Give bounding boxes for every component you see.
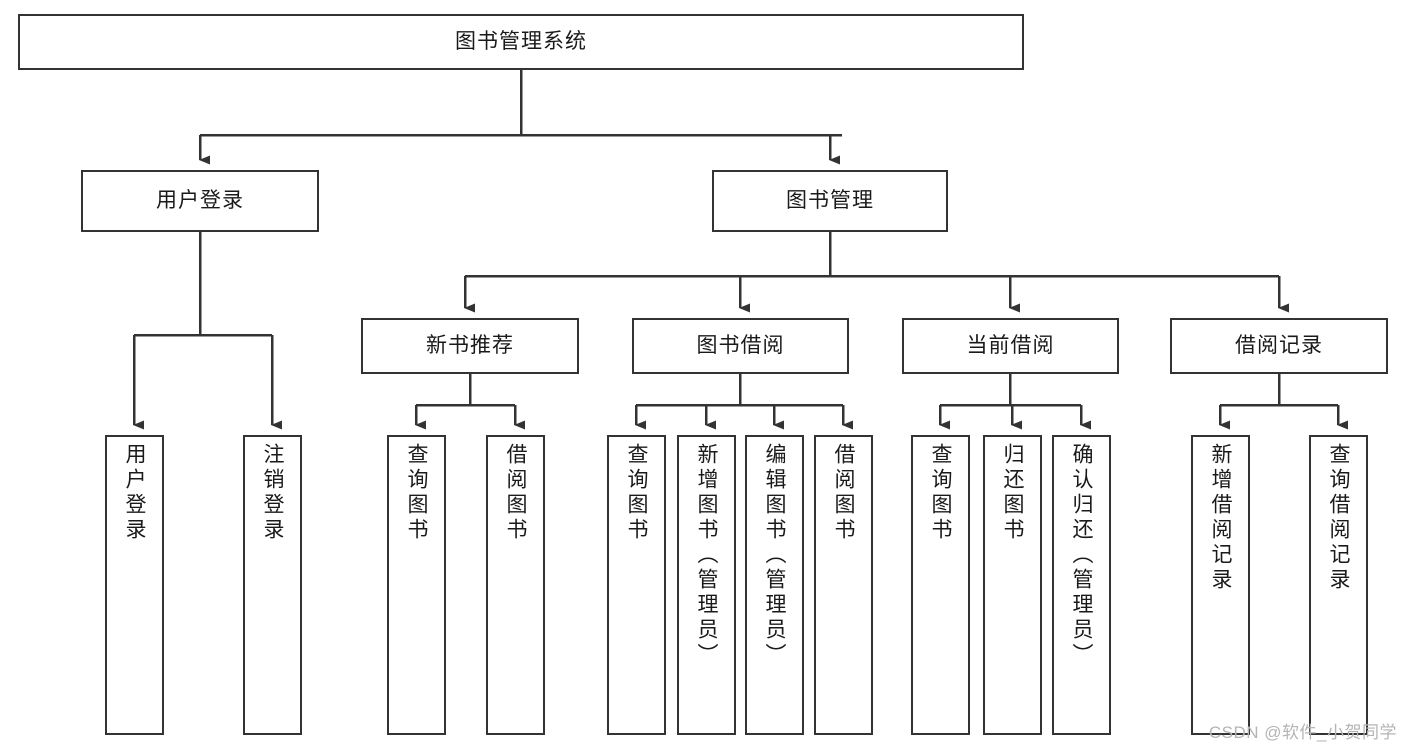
node-leaf-edit-book-label: 编辑图书（管理员） — [763, 443, 786, 668]
node-leaf-edit-book[interactable]: 编辑图书（管理员） — [745, 435, 804, 735]
node-book-manage[interactable]: 图书管理 — [712, 170, 948, 232]
node-leaf-borrow-book-rec[interactable]: 借阅图书 — [486, 435, 545, 735]
node-leaf-query-book-borrow[interactable]: 查询图书 — [607, 435, 666, 735]
node-user-login[interactable]: 用户登录 — [81, 170, 319, 232]
node-leaf-borrow-book-rec-label: 借阅图书 — [504, 443, 527, 543]
node-book-manage-label: 图书管理 — [786, 188, 874, 212]
node-borrow-record[interactable]: 借阅记录 — [1170, 318, 1388, 374]
node-leaf-confirm-return[interactable]: 确认归还（管理员） — [1052, 435, 1111, 735]
node-book-borrow-label: 图书借阅 — [696, 333, 785, 357]
node-leaf-user-logout[interactable]: 注销登录 — [243, 435, 302, 735]
node-root[interactable]: 图书管理系统 — [18, 14, 1024, 70]
csdn-watermark: CSDN @软件_小贺同学 — [1208, 723, 1397, 742]
node-current-borrow[interactable]: 当前借阅 — [902, 318, 1119, 374]
node-leaf-return-book[interactable]: 归还图书 — [983, 435, 1042, 735]
node-leaf-user-login-label: 用户登录 — [123, 443, 146, 543]
node-leaf-add-record[interactable]: 新增借阅记录 — [1191, 435, 1250, 735]
node-new-book-rec-label: 新书推荐 — [426, 333, 514, 357]
node-leaf-query-book-rec-label: 查询图书 — [405, 443, 428, 543]
node-current-borrow-label: 当前借阅 — [966, 333, 1055, 357]
node-leaf-add-record-label: 新增借阅记录 — [1209, 443, 1232, 593]
node-leaf-confirm-return-label: 确认归还（管理员） — [1070, 443, 1093, 668]
node-leaf-add-book-label: 新增图书（管理员） — [695, 443, 718, 668]
node-leaf-add-book[interactable]: 新增图书（管理员） — [677, 435, 736, 735]
node-leaf-return-book-label: 归还图书 — [1001, 443, 1024, 543]
node-leaf-user-login[interactable]: 用户登录 — [105, 435, 164, 735]
node-leaf-query-book-borrow-label: 查询图书 — [625, 443, 648, 543]
node-leaf-query-book-current[interactable]: 查询图书 — [911, 435, 970, 735]
node-user-login-label: 用户登录 — [156, 188, 244, 212]
node-borrow-record-label: 借阅记录 — [1235, 333, 1323, 357]
node-leaf-borrow-book-label: 借阅图书 — [832, 443, 855, 543]
node-leaf-user-logout-label: 注销登录 — [261, 443, 284, 543]
node-leaf-query-book-rec[interactable]: 查询图书 — [387, 435, 446, 735]
node-leaf-query-book-current-label: 查询图书 — [929, 443, 952, 543]
node-leaf-query-record-label: 查询借阅记录 — [1327, 443, 1350, 593]
node-leaf-borrow-book[interactable]: 借阅图书 — [814, 435, 873, 735]
node-book-borrow[interactable]: 图书借阅 — [632, 318, 849, 374]
node-new-book-rec[interactable]: 新书推荐 — [361, 318, 579, 374]
node-leaf-query-record[interactable]: 查询借阅记录 — [1309, 435, 1368, 735]
node-root-label: 图书管理系统 — [455, 29, 587, 53]
